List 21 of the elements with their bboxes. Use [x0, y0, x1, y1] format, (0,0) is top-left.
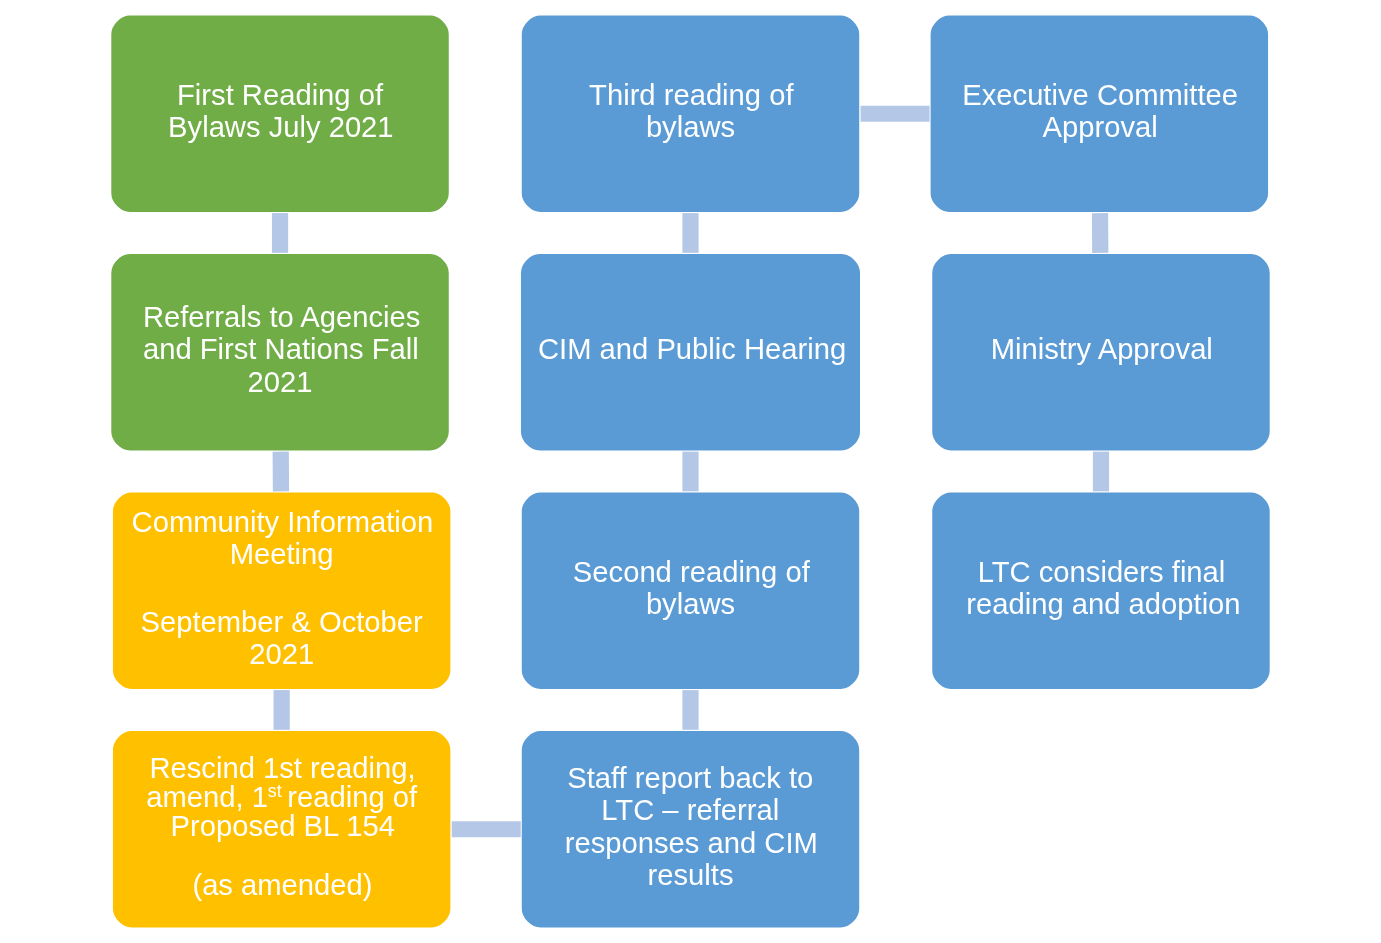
connector [682, 451, 699, 492]
connector [1092, 451, 1110, 492]
node-box: Rescind 1st reading, amend, 1$^{st}$ reading of Proposed BL 154 (as amended) [111, 729, 452, 929]
node-box: Ministry Approval [930, 252, 1272, 453]
node-box: Staff report back to LTC – referral responses and CIM results [520, 729, 861, 929]
connector [273, 690, 290, 730]
node-box: Referrals to Agencies and First Nations Fall 2021 [109, 252, 451, 453]
connector [682, 690, 699, 730]
node-box: Community Information Meeting September & October 2021 [111, 490, 452, 691]
node-box: CIM and Public Hearing [519, 252, 862, 453]
connector [1091, 213, 1109, 253]
node-box: Executive Committee Approval [929, 13, 1270, 214]
node-box: First Reading of Bylaws July 2021 [109, 13, 451, 214]
connector [860, 105, 930, 122]
connector [272, 451, 290, 492]
connector [451, 821, 521, 838]
connector [271, 213, 289, 253]
node-box: Second reading of bylaws [520, 490, 861, 691]
node-box: Third reading of bylaws [520, 13, 861, 214]
node-box: LTC considers final reading and adoption [930, 490, 1272, 691]
connector [682, 213, 699, 253]
